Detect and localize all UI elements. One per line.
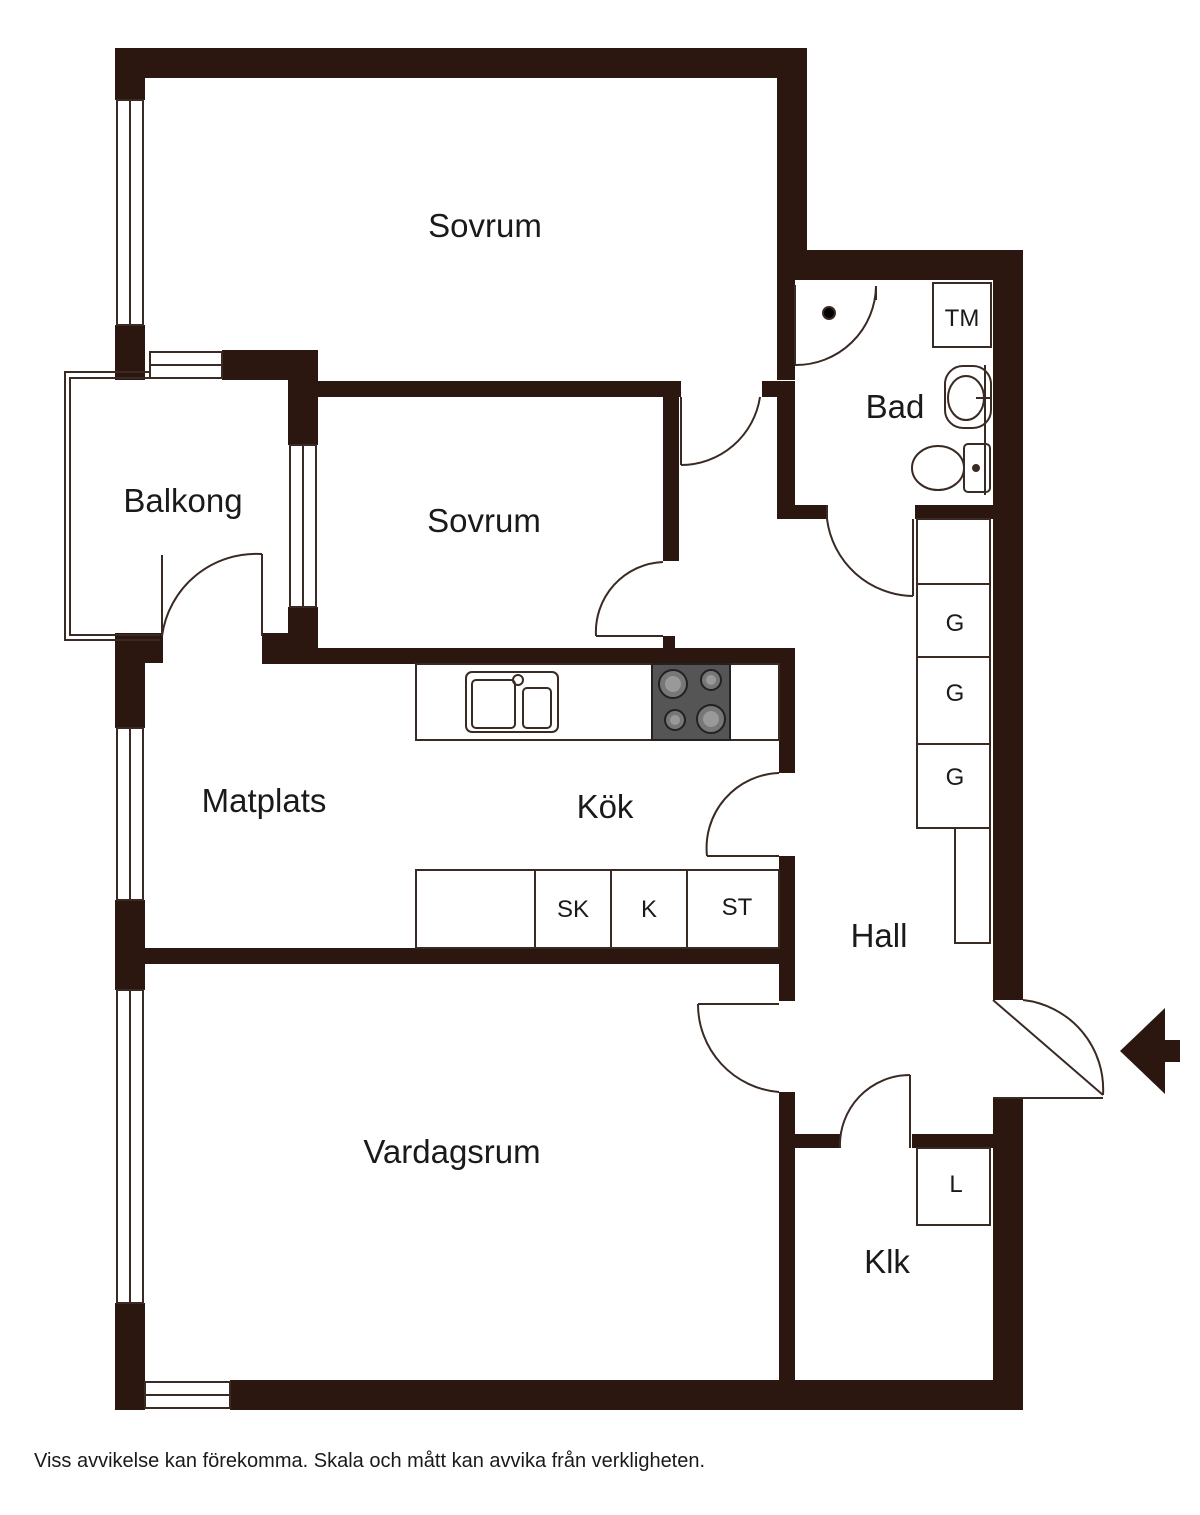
room-label-matplats: Matplats <box>202 782 327 819</box>
doors <box>161 396 1105 1149</box>
disclaimer-text: Viss avvikelse kan förekomma. Skala och … <box>34 1450 706 1472</box>
entrance-arrow-icon <box>1120 1008 1180 1094</box>
room-label-klk: Klk <box>864 1243 910 1280</box>
room-label-hall: Hall <box>851 917 908 954</box>
fixture-label-g-1: G <box>946 610 965 637</box>
room-label-kok: Kök <box>577 788 634 825</box>
stove-icon <box>651 663 731 741</box>
fixture-label-st: ST <box>722 894 753 921</box>
fixture-label-sk: SK <box>557 896 589 923</box>
fixture-label-g-3: G <box>946 764 965 791</box>
washing-machine-box <box>932 282 992 348</box>
fixture-label-l: L <box>949 1171 962 1198</box>
room-label-balkong: Balkong <box>123 482 242 519</box>
kitchen-counters <box>415 663 780 949</box>
walls <box>115 48 1023 1410</box>
room-label-sovrum-2: Sovrum <box>427 502 541 539</box>
shower-drain-icon <box>822 306 836 320</box>
room-label-vardagsrum: Vardagsrum <box>363 1133 540 1170</box>
hall-cabinets <box>916 518 991 1226</box>
room-label-sovrum-1: Sovrum <box>428 207 542 244</box>
fixture-label-k: K <box>641 896 657 923</box>
kitchen-sink <box>465 671 559 733</box>
room-label-bad: Bad <box>866 388 925 425</box>
fixture-label-tm: TM <box>945 305 980 332</box>
fixture-label-g-2: G <box>946 680 965 707</box>
balcony-outline <box>64 371 160 641</box>
bath-fixtures <box>794 282 992 495</box>
windows <box>116 99 317 1409</box>
